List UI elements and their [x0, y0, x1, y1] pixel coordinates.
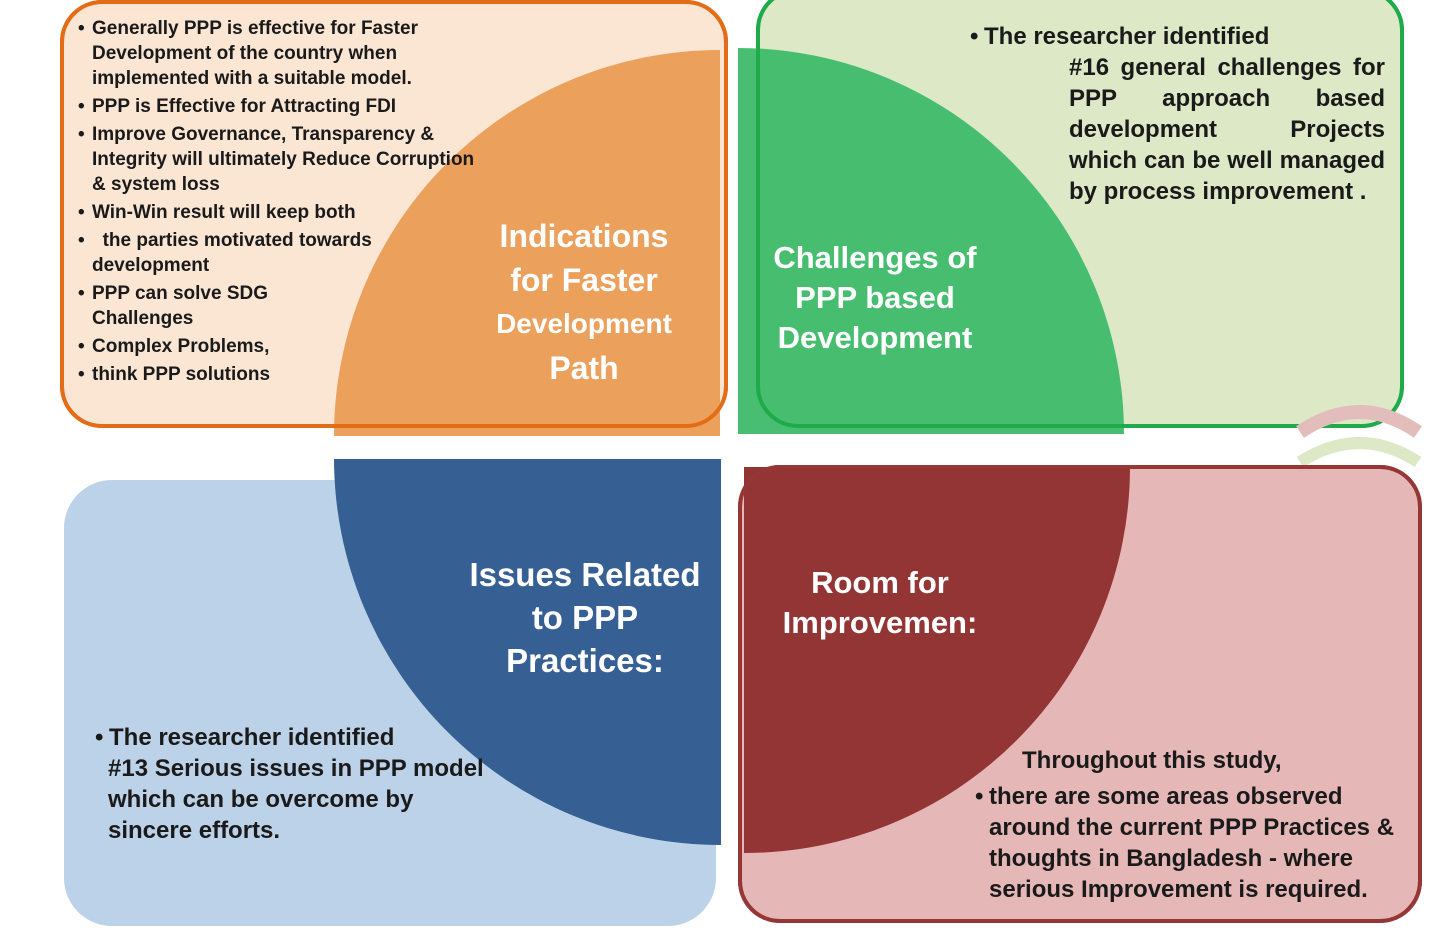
bullet-item: Improve Governance, Transparency & Integ… [78, 122, 478, 197]
room-for-improvement-title: Room for Improvemen: [760, 563, 1000, 643]
issues-lead: The researcher identified [95, 722, 495, 753]
red-quarter-circle [744, 467, 1130, 853]
red-panel-outline [738, 465, 1422, 923]
blue-quarter-circle [334, 459, 721, 845]
bullet-item: PPP is Effective for Attracting FDI [78, 94, 478, 119]
bullet-item: PPP can solve SDG Challenges [78, 281, 282, 331]
orange-panel-outline [60, 0, 728, 428]
decorative-arc-green [1296, 437, 1422, 468]
issues-text: The researcher identified #13 Serious is… [95, 722, 495, 846]
title-line: Practices: [506, 642, 664, 679]
title-line: Room for [811, 565, 949, 600]
title-line: Challenges of [773, 240, 977, 275]
issues-title: Issues Related to PPP Practices: [455, 553, 715, 682]
improvement-body: around the current PPP Practices & thoug… [989, 814, 1395, 903]
title-line: for Faster [510, 262, 658, 298]
challenges-body: #16 general challenges for PPP approach … [1069, 54, 1385, 205]
challenges-lead: The researcher identified [970, 21, 1385, 52]
challenges-title: Challenges of PPP based Development [745, 238, 1005, 358]
title-line: Development [496, 308, 672, 339]
decorative-arc-red [1296, 405, 1422, 438]
challenges-text: The researcher identified #16 general ch… [970, 21, 1385, 207]
title-line: Issues Related [469, 556, 701, 593]
title-line: Path [549, 350, 619, 386]
bullet-item: Complex Problems, [78, 334, 478, 359]
bullet-item: Generally PPP is effective for Faster De… [78, 16, 478, 91]
bullet-item: think PPP solutions [78, 362, 478, 387]
improvement-text: Throughout this study, there are some ar… [975, 745, 1415, 905]
issues-body: #13 Serious issues in PPP model which ca… [108, 755, 484, 844]
improvement-intro: Throughout this study, [1022, 747, 1282, 774]
title-line: to PPP [531, 599, 639, 636]
title-line: PPP based [795, 280, 955, 315]
bullet-item: the parties motivated towards developmen… [78, 228, 478, 278]
bullet-item: Win-Win result will keep both [78, 200, 478, 225]
green-quarter-circle [738, 48, 1124, 434]
green-panel-outline [756, 0, 1404, 428]
title-line: Development [777, 320, 973, 355]
improvement-lead: there are some areas observed [975, 781, 1415, 812]
indications-title: Indications for Faster Development Path [470, 214, 698, 390]
faster-development-bullet-list: Generally PPP is effective for Faster De… [78, 16, 478, 390]
title-line: Indications [499, 218, 669, 254]
title-line: Improvemen: [782, 605, 978, 640]
